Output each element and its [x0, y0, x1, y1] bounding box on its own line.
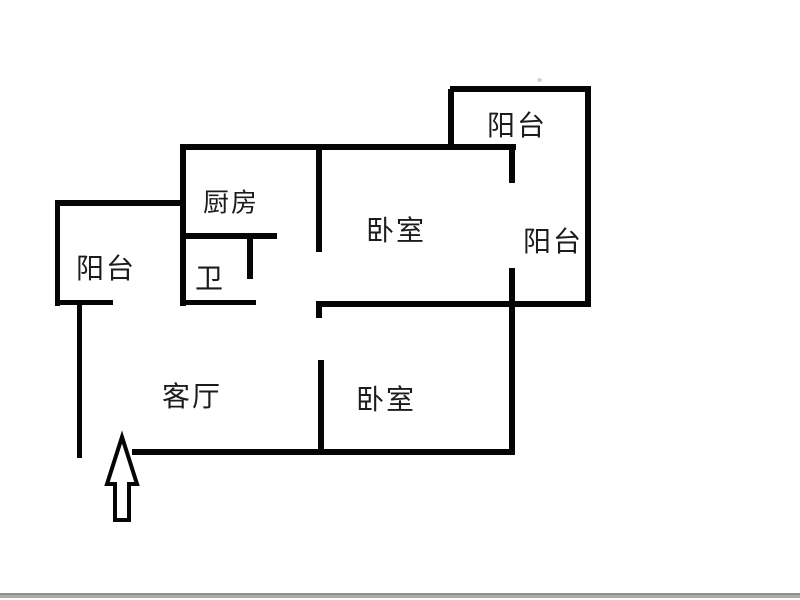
wall-segment	[247, 236, 253, 279]
wall-segment	[509, 147, 515, 183]
smudge-dot	[537, 78, 542, 82]
room-label-living-room: 客厅	[161, 381, 223, 412]
wall-segment	[585, 86, 591, 307]
wall-segment	[180, 144, 186, 306]
room-label-balcony-top-right: 阳台	[486, 110, 548, 141]
wall-segment	[448, 89, 454, 150]
wall-segment	[316, 147, 322, 252]
wall-segment	[55, 200, 60, 306]
wall-segment	[316, 301, 322, 318]
wall-segment	[180, 300, 256, 305]
bottom-edge-bar	[0, 593, 800, 598]
room-label-bathroom: 卫	[194, 263, 226, 294]
room-label-bedroom-top: 卧室	[365, 215, 427, 246]
room-label-balcony-left: 阳台	[75, 253, 137, 284]
wall-segment	[77, 303, 82, 458]
room-label-bedroom-bottom: 卧室	[355, 384, 417, 415]
wall-segment	[450, 86, 591, 92]
wall-segment	[132, 449, 515, 455]
room-label-balcony-right: 阳台	[522, 226, 584, 257]
wall-segment	[55, 300, 113, 305]
wall-segment	[316, 301, 591, 307]
wall-segment	[318, 360, 324, 455]
wall-segment	[180, 233, 277, 239]
wall-segment	[509, 268, 515, 455]
wall-segment	[55, 200, 183, 206]
wall-segment	[182, 144, 516, 150]
entrance-arrow-up-icon	[104, 430, 140, 522]
room-label-kitchen: 厨房	[202, 187, 260, 218]
